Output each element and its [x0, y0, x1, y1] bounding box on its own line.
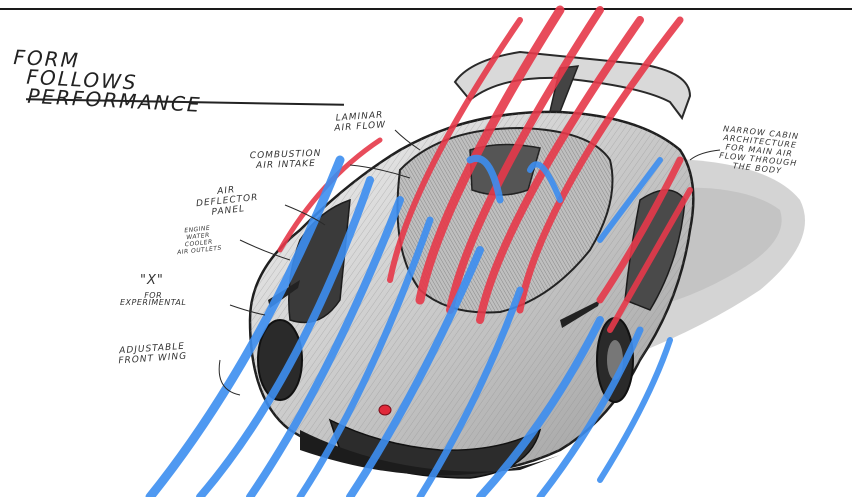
front-wheel	[257, 319, 303, 401]
tail-light-badge	[378, 404, 392, 416]
annotation-x-mark: "X"	[140, 273, 164, 288]
annotation-narrow-cabin: NARROW CABIN ARCHITECTURE FOR MAIN AIR F…	[718, 124, 800, 176]
annotation-engine-water-cooler: ENGINE WATER COOLER AIR OUTLETS	[176, 224, 223, 257]
cold-air-flow-lines	[145, 155, 673, 497]
annotation-combustion-air-intake: COMBUSTION AIR INTAKE	[249, 148, 322, 172]
top-border-line	[0, 8, 852, 10]
annotation-leader-lines	[218, 129, 721, 396]
annotation-experimental: FOR EXPERIMENTAL	[120, 291, 187, 307]
annotation-laminar-air-flow: LAMINAR AIR FLOW	[334, 110, 387, 134]
page-title: FORM FOLLOWS PERFORMANCE	[11, 45, 204, 117]
